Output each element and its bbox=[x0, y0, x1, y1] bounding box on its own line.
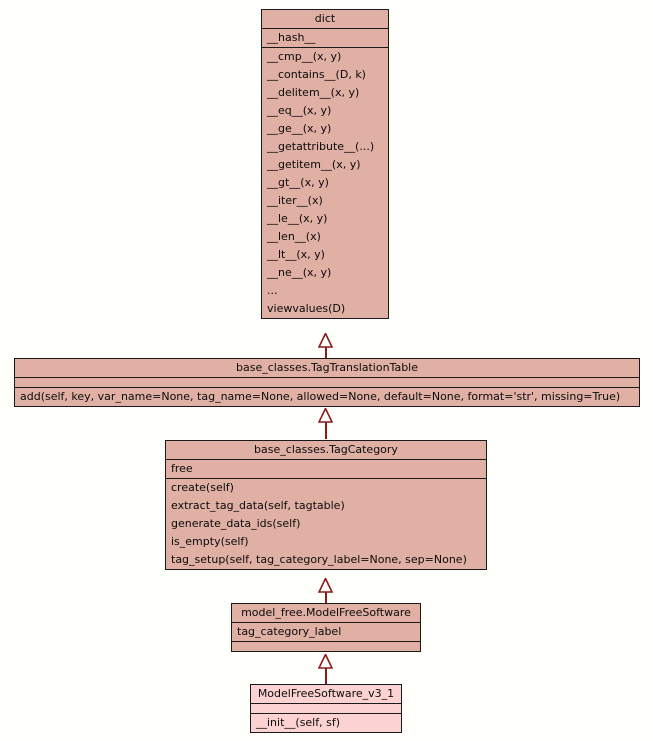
class-operations-dict: __cmp__(x, y) __contains__(D, k) __delit… bbox=[262, 48, 388, 318]
class-box-tagcategory[interactable]: base_classes.TagCategory free create(sel… bbox=[165, 440, 487, 570]
edge-line bbox=[325, 346, 327, 358]
class-name-modelfreesoftware: model_free.ModelFreeSoftware bbox=[241, 606, 411, 619]
class-operation: __ne__(x, y) bbox=[267, 266, 332, 279]
class-attributes-modelfreesoftware: tag_category_label bbox=[232, 623, 420, 642]
class-attribute: __hash__ bbox=[267, 31, 316, 44]
class-attributes-tagcategory: free bbox=[166, 460, 486, 479]
class-operation: __delitem__(x, y) bbox=[267, 86, 360, 99]
class-operation: __ge__(x, y) bbox=[267, 122, 332, 135]
class-operation: tag_setup(self, tag_category_label=None,… bbox=[171, 553, 467, 566]
class-header-tagtranslationtable: base_classes.TagTranslationTable bbox=[15, 359, 639, 378]
class-operation: __getitem__(x, y) bbox=[267, 158, 361, 171]
class-header-tagcategory: base_classes.TagCategory bbox=[166, 441, 486, 460]
class-operation: extract_tag_data(self, tagtable) bbox=[171, 499, 345, 512]
class-operations-modelfreesoftware bbox=[232, 642, 420, 651]
class-operation: __lt__(x, y) bbox=[267, 248, 325, 261]
class-operations-modelfreesoftware-v3-1: __init__(self, sf) bbox=[251, 714, 401, 732]
class-operation: __init__(self, sf) bbox=[256, 716, 341, 729]
class-box-tagtranslationtable[interactable]: base_classes.TagTranslationTable add(sel… bbox=[14, 358, 640, 407]
class-name-tagcategory: base_classes.TagCategory bbox=[254, 443, 398, 456]
class-name-tagtranslationtable: base_classes.TagTranslationTable bbox=[235, 361, 419, 374]
class-attribute: free bbox=[171, 462, 193, 475]
class-header-modelfreesoftware: model_free.ModelFreeSoftware bbox=[232, 604, 420, 623]
class-operation: __gt__(x, y) bbox=[267, 176, 329, 189]
class-operation: add(self, key, var_name=None, tag_name=N… bbox=[20, 390, 621, 403]
class-box-dict[interactable]: dict __hash__ __cmp__(x, y) __contains__… bbox=[261, 9, 389, 319]
class-operations-tagcategory: create(self) extract_tag_data(self, tagt… bbox=[166, 479, 486, 569]
class-operation: __getattribute__(...) bbox=[267, 140, 375, 153]
class-operation: create(self) bbox=[171, 481, 234, 494]
class-operation: __contains__(D, k) bbox=[267, 68, 366, 81]
class-attribute: tag_category_label bbox=[237, 625, 342, 638]
class-operation: __cmp__(x, y) bbox=[267, 50, 342, 63]
class-attributes-empty bbox=[251, 704, 401, 713]
class-operations-empty bbox=[232, 642, 420, 651]
class-header-dict: dict bbox=[262, 10, 388, 29]
class-name-modelfreesoftware-v3-1: ModelFreeSoftware_v3_1 bbox=[257, 687, 395, 700]
edge-line bbox=[325, 421, 327, 439]
class-operation-ellipsis: ... bbox=[267, 284, 278, 297]
class-operations-tagtranslationtable: add(self, key, var_name=None, tag_name=N… bbox=[15, 388, 639, 406]
class-operation: generate_data_ids(self) bbox=[171, 517, 301, 530]
class-attributes-dict: __hash__ bbox=[262, 29, 388, 48]
class-attributes-modelfreesoftware-v3-1 bbox=[251, 704, 401, 714]
class-operation: __eq__(x, y) bbox=[267, 104, 332, 117]
class-box-modelfreesoftware-v3-1[interactable]: ModelFreeSoftware_v3_1 __init__(self, sf… bbox=[250, 684, 402, 733]
class-operation: viewvalues(D) bbox=[267, 302, 346, 315]
class-attributes-tagtranslationtable bbox=[15, 378, 639, 388]
class-operation: __len__(x) bbox=[267, 230, 321, 243]
class-operation: is_empty(self) bbox=[171, 535, 249, 548]
class-attributes-empty bbox=[15, 378, 639, 387]
class-operation: __le__(x, y) bbox=[267, 212, 328, 225]
class-name-dict: dict bbox=[314, 12, 336, 25]
edge-line bbox=[325, 591, 327, 603]
class-operation: __iter__(x) bbox=[267, 194, 323, 207]
class-box-modelfreesoftware[interactable]: model_free.ModelFreeSoftware tag_categor… bbox=[231, 603, 421, 652]
edge-line bbox=[325, 668, 327, 684]
class-header-modelfreesoftware-v3-1: ModelFreeSoftware_v3_1 bbox=[251, 685, 401, 704]
